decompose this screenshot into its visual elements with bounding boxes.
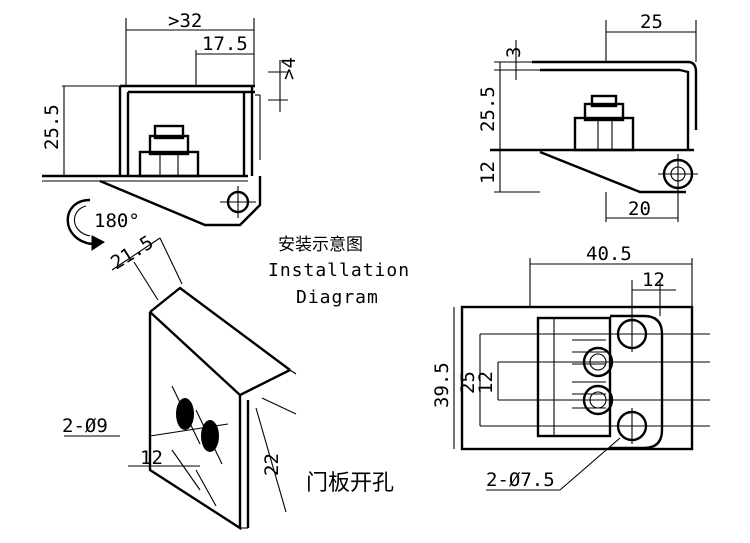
dim-right-width: 25 [640, 11, 663, 33]
dim-left-overall-width: >32 [168, 10, 202, 32]
dim-right-lower-height: 12 [477, 161, 499, 184]
dim-left-height: 25.5 [41, 104, 63, 150]
dim-front-height: 39.5 [431, 362, 453, 408]
door-hole-label: 门板开孔 [306, 471, 394, 496]
dim-right-height: 25.5 [477, 86, 499, 132]
dim-right-offset: 20 [628, 198, 651, 220]
caption-cn: 安装示意图 [278, 235, 363, 255]
dim-front-inner-small: 12 [475, 371, 497, 394]
rotation-label: 180° [94, 210, 140, 232]
dim-door-holes: 2-Ø9 [62, 415, 108, 437]
caption-en-line1: Installation [268, 260, 410, 281]
dim-door-height: 22 [261, 453, 283, 476]
dim-left-inner-width: 17.5 [202, 33, 248, 55]
dim-right-thickness: 3 [503, 47, 525, 58]
side-view-left [42, 18, 288, 251]
side-view-right [490, 20, 698, 222]
dim-front-width: 40.5 [586, 243, 632, 265]
door-panel-view [64, 237, 297, 531]
dim-front-inner-height: 25 [457, 371, 479, 394]
front-view [453, 258, 710, 491]
dim-door-width: 21.5 [107, 231, 157, 274]
dim-left-gap: >4 [278, 57, 300, 80]
dim-front-hole-spacing: 12 [642, 269, 665, 291]
dim-door-spacing: 12 [140, 447, 163, 469]
dim-front-holes: 2-Ø7.5 [486, 469, 555, 491]
caption-en-line2: Diagram [296, 287, 379, 308]
